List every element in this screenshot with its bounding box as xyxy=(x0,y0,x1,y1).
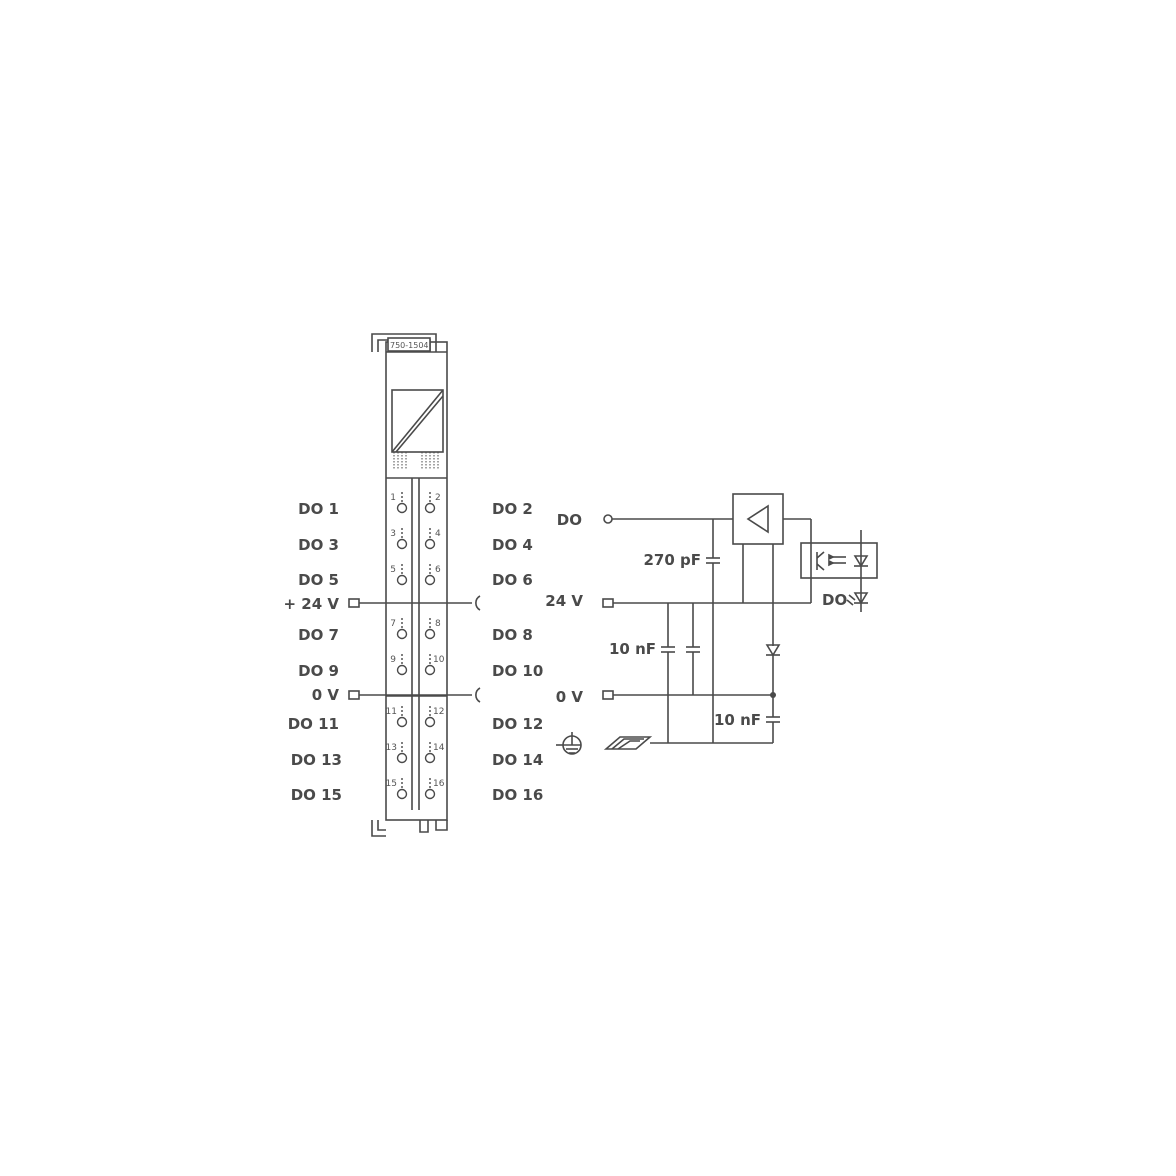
terminal-number: 14 xyxy=(433,743,445,753)
driver-block xyxy=(732,493,784,545)
label-0v-schematic: 0 V xyxy=(556,688,584,706)
v24-terminal-square xyxy=(602,598,614,608)
terminal-10 xyxy=(424,654,436,676)
terminal-11 xyxy=(396,706,408,728)
terminal-number: 7 xyxy=(390,619,396,629)
label-do15: DO 15 xyxy=(291,786,342,804)
zero-v-jumper-arc xyxy=(475,687,481,703)
label-do1: DO 1 xyxy=(298,500,339,518)
label-do6: DO 6 xyxy=(492,571,533,589)
terminal-14 xyxy=(424,742,436,764)
v0-terminal-square xyxy=(602,690,614,700)
label-do3: DO 3 xyxy=(298,536,339,554)
bus-contacts xyxy=(393,452,439,470)
terminal-number: 15 xyxy=(386,779,397,789)
driver-triangle xyxy=(746,504,769,534)
label-do13: DO 13 xyxy=(291,751,342,769)
terminal-12 xyxy=(424,706,436,728)
terminal-7 xyxy=(396,618,408,640)
terminal-2 xyxy=(424,492,436,514)
junction-dot xyxy=(770,692,776,698)
label-270pf: 270 pF xyxy=(643,551,701,569)
opto-led xyxy=(853,555,869,568)
label-do4: DO 4 xyxy=(492,536,533,554)
terminal-4 xyxy=(424,528,436,550)
terminal-number: 5 xyxy=(390,565,396,575)
protection-diode xyxy=(765,644,781,657)
label-do-input: DO xyxy=(557,511,582,529)
terminal-number: 12 xyxy=(433,707,444,717)
terminal-contacts xyxy=(396,492,436,800)
circuit-schematic xyxy=(556,493,878,755)
status-led xyxy=(853,592,869,605)
label-do7: DO 7 xyxy=(298,626,339,644)
optocoupler-box xyxy=(800,542,878,579)
din-rail-icon xyxy=(603,736,653,750)
terminal-16 xyxy=(424,778,436,800)
label-do2: DO 2 xyxy=(492,500,533,518)
right-labels: DO 2 DO 4 DO 6 DO 8 DO 10 DO 12 DO 14 DO… xyxy=(492,500,543,804)
terminal-number: 8 xyxy=(435,619,441,629)
label-do9: DO 9 xyxy=(298,662,339,680)
terminal-numbers: 1 2 3 4 5 6 7 8 9 10 11 12 13 14 15 16 xyxy=(386,493,445,789)
terminal-3 xyxy=(396,528,408,550)
terminal-number: 3 xyxy=(390,529,396,539)
terminal-number: 1 xyxy=(390,493,396,503)
label-do-led: DO xyxy=(822,591,847,609)
terminal-9 xyxy=(396,654,408,676)
terminal-number: 16 xyxy=(433,779,445,789)
terminal-6 xyxy=(424,564,436,586)
do-terminal-circle xyxy=(603,514,613,524)
plus24v-terminal-square xyxy=(348,598,360,608)
terminal-15 xyxy=(396,778,408,800)
label-do10: DO 10 xyxy=(492,662,543,680)
terminal-number: 9 xyxy=(390,655,396,665)
label-do11: DO 11 xyxy=(288,715,339,733)
terminal-number: 13 xyxy=(386,743,397,753)
module-bottom-clip xyxy=(371,820,386,837)
part-number: 750-1504 xyxy=(390,341,429,350)
label-10nf-b: 10 nF xyxy=(714,711,761,729)
label-do12: DO 12 xyxy=(492,715,543,733)
plus24v-jumper-arc xyxy=(475,595,481,611)
electronics-block xyxy=(391,389,444,453)
io-module xyxy=(371,333,448,837)
label-plus24v: + 24 V xyxy=(284,595,340,613)
module-top-clip xyxy=(371,333,437,352)
terminal-number: 6 xyxy=(435,565,441,575)
terminal-number: 10 xyxy=(433,655,445,665)
terminal-number: 2 xyxy=(435,493,441,503)
terminal-13 xyxy=(396,742,408,764)
label-10nf-a: 10 nF xyxy=(609,640,656,658)
terminal-8 xyxy=(424,618,436,640)
label-24v: 24 V xyxy=(545,592,583,610)
schematic-labels: DO 24 V 0 V 270 pF 10 nF 10 nF DO xyxy=(545,511,847,729)
label-0v: 0 V xyxy=(312,686,340,704)
left-labels: DO 1 DO 3 DO 5 + 24 V DO 7 DO 9 0 V DO 1… xyxy=(284,500,343,804)
label-do16: DO 16 xyxy=(492,786,543,804)
part-number-tag xyxy=(387,337,431,352)
zero-v-terminal-square xyxy=(348,690,360,700)
label-do5: DO 5 xyxy=(298,571,339,589)
module-supply-lines xyxy=(348,595,481,703)
label-do14: DO 14 xyxy=(492,751,543,769)
label-do8: DO 8 xyxy=(492,626,533,644)
terminal-1 xyxy=(396,492,408,514)
terminal-5 xyxy=(396,564,408,586)
terminal-number: 11 xyxy=(386,707,397,717)
terminal-number: 4 xyxy=(435,529,441,539)
